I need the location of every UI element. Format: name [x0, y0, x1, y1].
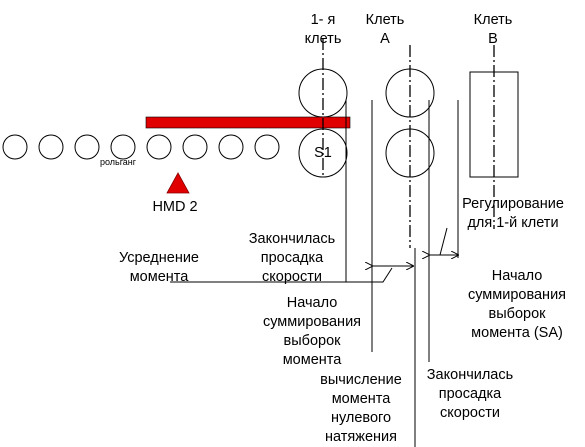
start-sum-samples-label: Начало суммирования выборок момента: [262, 295, 362, 368]
roller: [74, 134, 100, 160]
roller-table-label: рольганг: [99, 157, 137, 167]
roller: [146, 134, 172, 160]
torque-averaging-label: Усреднение момента: [118, 250, 199, 285]
averaging-marker: [170, 267, 393, 283]
speed-drop-finished-label-2: Закончилась просадка скорости: [426, 367, 514, 421]
center-lines: [322, 38, 495, 248]
roller: [218, 134, 244, 160]
event-lines: [345, 100, 459, 447]
first-stand-label: 1- я клеть: [304, 12, 342, 47]
roller: [2, 134, 28, 160]
roller: [38, 134, 64, 160]
strip: [145, 116, 351, 129]
hmd2-sensor-icon: [166, 172, 190, 194]
roller: [110, 134, 136, 160]
speed-drop-finished-label-1: Закончилась просадка скорости: [248, 231, 336, 285]
stand-b-label: Клеть В: [473, 12, 513, 47]
interval-arrows: [372, 227, 458, 266]
stand-a-label: Клеть А: [365, 12, 405, 47]
roller-table: [2, 134, 280, 160]
zero-tension-torque-label: вычисление момента нулевого натяжения: [320, 372, 402, 445]
roller: [254, 134, 280, 160]
roller: [182, 134, 208, 160]
s1-label: S1: [314, 145, 332, 161]
hmd2-label: HMD 2: [152, 199, 198, 215]
regulation-first-stand-label: Регулирование для 1-й клети: [462, 196, 564, 231]
start-sum-samples-sa-label: Начало суммирования выборок момента (SA): [467, 268, 567, 341]
